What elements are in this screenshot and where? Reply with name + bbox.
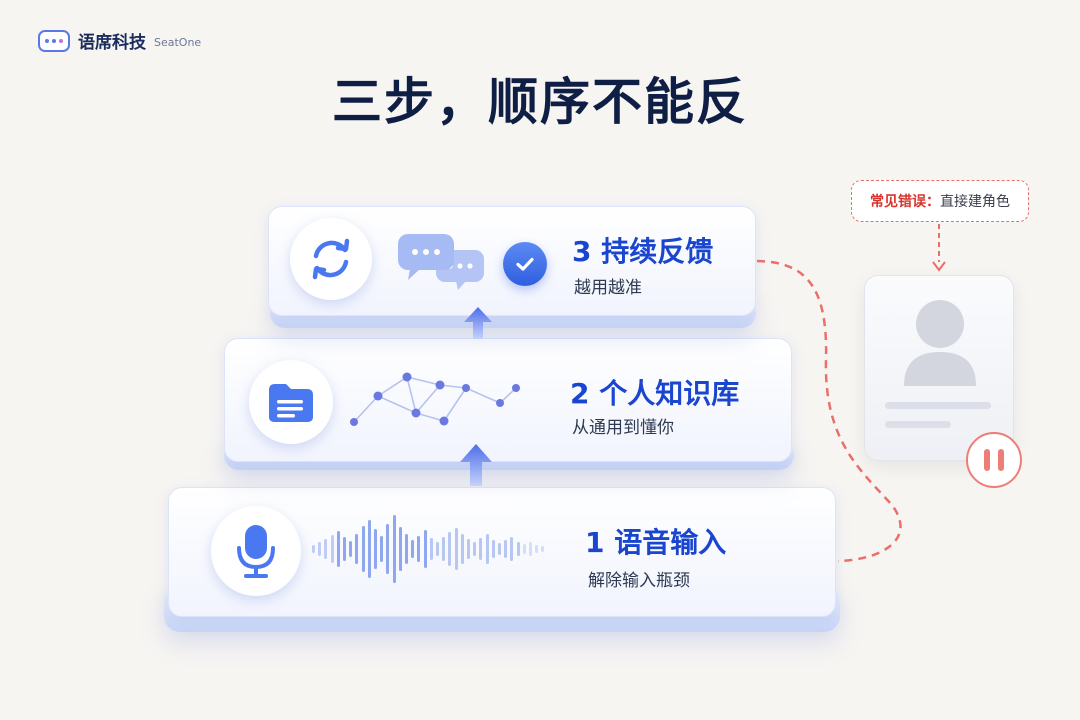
knowledge-graph-graphic: [350, 372, 520, 426]
common-mistake-tag: 常见错误： 直接建角色: [851, 180, 1029, 222]
wave-bar: [417, 536, 421, 562]
wave-bar: [485, 534, 489, 564]
checkmark-icon: [503, 242, 547, 286]
document-folder-icon: [249, 360, 333, 444]
mistake-label: 常见错误：: [870, 194, 940, 210]
step-1-title: 1 语音输入: [585, 526, 727, 559]
wave-bar: [355, 534, 359, 564]
step-1-subtitle: 解除输入瓶颈: [588, 571, 690, 591]
wave-bar: [535, 545, 539, 553]
wave-bar: [460, 534, 464, 564]
brand-english-name: SeatOne: [154, 35, 202, 49]
step-2-subtitle: 从通用到懂你: [572, 418, 674, 438]
wave-bar: [367, 520, 371, 578]
wave-bar: [529, 542, 532, 556]
step-3-title: 3 持续反馈: [572, 235, 714, 268]
wave-bar: [454, 528, 458, 570]
wave-bar: [467, 539, 470, 559]
placeholder-line: [885, 421, 951, 428]
sound-wave-graphic: [312, 513, 552, 585]
pause-icon: [966, 432, 1022, 488]
wave-bar: [504, 540, 508, 558]
wave-bar: [312, 545, 315, 553]
wave-bar: [541, 546, 545, 552]
microphone-icon: [211, 506, 301, 596]
wave-bar: [349, 541, 353, 557]
refresh-cycle-icon: [290, 218, 372, 300]
mistake-text: 直接建角色: [940, 194, 1010, 210]
page-title: 三步，顺序不能反: [332, 73, 748, 131]
wave-bar: [392, 515, 396, 583]
wave-bar: [374, 529, 377, 569]
wave-bar: [361, 526, 365, 572]
wave-bar: [324, 539, 328, 559]
up-arrow-icon: [464, 307, 492, 339]
wave-bar: [423, 530, 427, 568]
up-arrow-icon: [460, 444, 492, 486]
wave-bar: [330, 535, 334, 563]
wave-bar: [336, 531, 340, 567]
wave-bar: [510, 537, 514, 561]
brand-name: 语席科技: [78, 33, 146, 53]
wave-bar: [380, 536, 384, 562]
wave-bar: [318, 542, 322, 556]
step-2-title: 2 个人知识库: [570, 377, 740, 410]
logo-icon: [38, 29, 70, 52]
role-profile-card: [864, 275, 1014, 461]
wave-bar: [429, 538, 433, 560]
wave-bar: [473, 542, 477, 556]
wave-bar: [498, 543, 501, 555]
brand-logo: 语席科技 SeatOne: [38, 28, 201, 53]
wave-bar: [522, 544, 526, 554]
chat-bubbles-icon: [398, 234, 484, 290]
wave-bar: [516, 542, 520, 556]
wave-bar: [411, 540, 415, 558]
wave-bar: [405, 534, 408, 564]
placeholder-line: [885, 402, 991, 409]
wave-bar: [442, 537, 446, 561]
step-3-subtitle: 越用越准: [574, 278, 642, 298]
user-avatar-icon: [904, 300, 976, 386]
wave-bar: [343, 537, 346, 561]
wave-bar: [448, 532, 452, 566]
wave-bar: [398, 527, 402, 571]
wave-bar: [491, 540, 495, 558]
wave-bar: [386, 524, 390, 574]
wave-bar: [436, 542, 439, 556]
wave-bar: [479, 538, 483, 560]
